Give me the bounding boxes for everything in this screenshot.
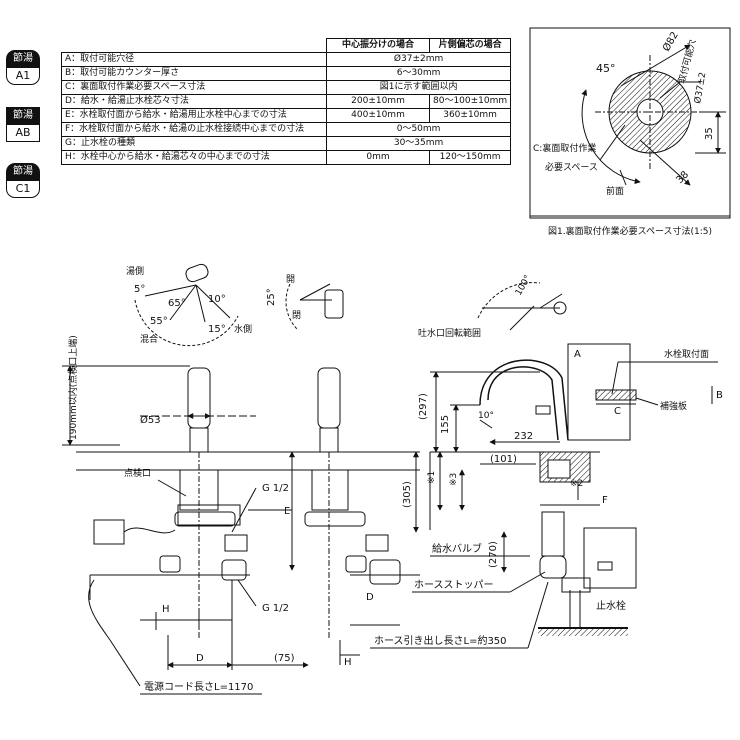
right-view: (297) 155 10° 232 A 水栓取付面 B C 補強板 ※1 ※3 …	[402, 343, 723, 636]
front-thread-top: G 1/2	[262, 483, 289, 494]
lever-diagram: 湯側 5° 65° 10° 55° 15° 水側 混合 25° 開 閉	[126, 263, 344, 347]
right-label-c: C	[614, 406, 621, 417]
front-power-cord: 電源コード長さL=1170	[144, 680, 253, 693]
badge-a1: 節湯 A1	[6, 50, 40, 86]
fig1-hole-label: 取付可能穴	[675, 38, 698, 85]
fig1-c-label-2: 必要スペース	[545, 161, 598, 173]
lever-cold-side: 水側	[234, 323, 252, 335]
lever-angle-5: 5°	[134, 284, 145, 295]
side-dim-d: D	[366, 592, 374, 603]
right-dim-305: (305)	[402, 481, 413, 508]
side-supply-valve: 給水バルブ	[432, 542, 482, 555]
front-vertical-label: 190mm以内(点検口上端)	[67, 335, 79, 440]
side-hose-length: ホース引き出し長さL=約350	[374, 634, 507, 647]
badge-bottom: C1	[6, 180, 40, 198]
right-dim-297: (297)	[418, 393, 429, 420]
fig1-front: 前面	[606, 185, 624, 197]
fig1-hole-value: Ø37±2	[692, 71, 708, 104]
lever-angle-65: 65°	[168, 298, 186, 309]
side-hose-stopper: ホースストッパー	[414, 579, 494, 591]
side-view: D H ホース引き出し長さL=約350 給水バルブ ホースストッパー 止水栓	[290, 367, 626, 668]
side-stop-valve: 止水栓	[596, 599, 626, 612]
front-thread-bottom: G 1/2	[262, 603, 289, 614]
right-mount-face: 水栓取付面	[664, 348, 709, 360]
right-label-f: F	[602, 495, 608, 506]
front-view: 190mm以内(点検口上端) Ø53 点検口 G 1/2 G 1/2 E H	[62, 335, 310, 695]
right-dim-155: 155	[440, 415, 451, 434]
right-dim-x2: ※2	[570, 479, 583, 489]
lever-angle-15: 15°	[208, 324, 226, 335]
spout-rotation-label: 吐水口回転範囲	[418, 327, 481, 339]
lever-mix: 混合	[140, 333, 158, 345]
fig1-diagram: 45° Ø82 取付可能穴 Ø37±2 35 38 C:裏面取付作業 必要スペー…	[529, 27, 731, 237]
fig1-diameter: Ø82	[660, 30, 681, 54]
badge-ab: 節湯 AB	[6, 107, 40, 143]
badge-top: 節湯	[6, 50, 40, 67]
lever-hot-side: 湯側	[126, 265, 144, 277]
front-dim-e: E	[284, 506, 290, 517]
front-diameter: Ø53	[140, 414, 161, 426]
lever-close: 閉	[292, 310, 301, 321]
badge-bottom: A1	[6, 67, 40, 85]
fig1-c-label-1: C:裏面取付作業	[533, 142, 596, 154]
badge-c1: 節湯 C1	[6, 163, 40, 199]
front-dim-75: (75)	[274, 653, 295, 664]
badge-bottom: AB	[6, 124, 40, 142]
right-dim-101: (101)	[490, 454, 517, 465]
front-dim-d: D	[196, 653, 204, 664]
fig1-dim-35: 35	[704, 127, 715, 140]
right-dim-10: 10°	[478, 411, 494, 421]
lever-angle-25: 25°	[266, 288, 277, 306]
front-inspection: 点検口	[124, 467, 151, 479]
fig1-caption: 図1.裏面取付作業必要スペース寸法(1:5)	[548, 225, 712, 237]
fig1-angle: 45°	[596, 62, 616, 75]
badge-top: 節湯	[6, 107, 40, 124]
lever-angle-55: 55°	[150, 316, 168, 327]
spec-label: H：水栓中心から給水・給湯芯々の中心までの寸法	[61, 150, 327, 165]
spec-value-offset: 120～150mm	[428, 150, 512, 165]
spout-angle: 100°	[514, 274, 534, 298]
badge-top: 節湯	[6, 163, 40, 180]
right-dim-x3: ※3	[449, 473, 459, 486]
right-label-a: A	[574, 349, 581, 360]
lever-angle-10: 10°	[208, 294, 226, 305]
right-dim-x1: ※1	[427, 471, 437, 484]
spout-rotation: 100° 吐水口回転範囲	[418, 274, 567, 339]
right-dim-232: 232	[514, 431, 533, 442]
right-dim-270: (270)	[488, 541, 499, 568]
lever-open: 開	[286, 274, 295, 285]
front-dim-h: H	[162, 604, 170, 615]
right-label-b: B	[716, 390, 723, 401]
side-dim-h: H	[344, 657, 352, 668]
spec-header-row: 中心振分けの場合 片側偏芯の場合	[62, 38, 512, 53]
right-reinforcement: 補強板	[660, 400, 687, 412]
